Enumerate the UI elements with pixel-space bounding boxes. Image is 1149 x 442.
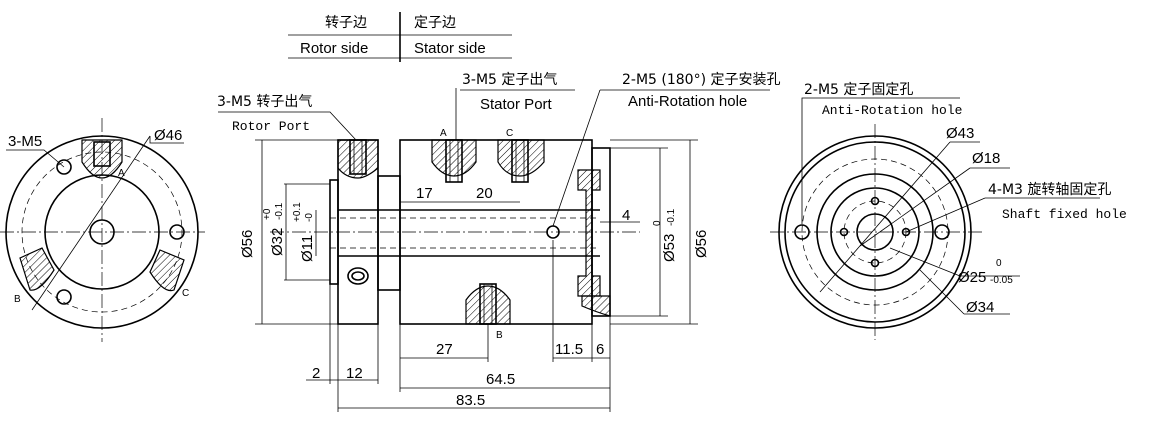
dim-right-56: Ø56 [693, 230, 710, 258]
left-port-b-section [19, 247, 55, 291]
tol-11-upper: +0.1 [292, 202, 303, 222]
tol-11-lower: -0 [304, 213, 315, 222]
rotor-port-en: Rotor Port [232, 119, 310, 134]
dim-83-5: 83.5 [456, 392, 485, 409]
anti-rot-en: Anti-Rotation hole [628, 93, 747, 110]
stator-port-en: Stator Port [480, 96, 553, 113]
mount-cn: 2-M5 定子固定孔 [804, 82, 913, 98]
dim-bore-11: Ø11 [299, 235, 316, 262]
dim-27: 27 [436, 341, 453, 358]
dim-11-5: 11.5 [555, 341, 583, 358]
shaft-en: Shaft fixed hole [1002, 207, 1127, 222]
tol-53-lower: -0.1 [666, 208, 677, 226]
end-cap-section [577, 169, 601, 297]
left-mount-hole-1 [56, 159, 72, 175]
rotor-port-section [337, 139, 379, 179]
left-port-c: C [182, 288, 189, 299]
dim-43: Ø43 [946, 125, 974, 142]
dim-34: Ø34 [966, 299, 994, 316]
rotor-side-cn: 转子边 [325, 15, 367, 31]
side-section-view: 3-M5 转子出气 Rotor Port 3-M5 定子出气 Stator Po… [217, 72, 781, 412]
dim-4: 4 [622, 207, 630, 224]
stator-side-en: Stator side [414, 40, 486, 57]
shaft-cn: 4-M3 旋转轴固定孔 [988, 182, 1111, 198]
rotor-port-cn: 3-M5 转子出气 [217, 94, 312, 110]
stator-port-a: A [440, 128, 447, 139]
dim-12: 12 [346, 365, 363, 382]
dim-2: 2 [312, 365, 320, 382]
stator-port-a-section [431, 139, 477, 177]
side-header: 转子边 Rotor side 定子边 Stator side [288, 12, 512, 62]
dim-6: 6 [596, 341, 604, 358]
left-end-view: 3-M5 Ø46 A B C [0, 118, 205, 342]
dim-25: Ø25 [958, 269, 986, 286]
tol-53-upper: 0 [652, 220, 663, 226]
left-port-a: A [118, 168, 125, 179]
left-pitch-circle [21, 151, 183, 313]
right-mount-hole-1 [794, 224, 810, 240]
right-mount-hole-2 [934, 224, 950, 240]
stator-side-cn: 定子边 [414, 15, 456, 31]
dim-bore-32: Ø32 [269, 228, 286, 256]
left-port-a-section [81, 139, 123, 179]
left-port-c-section [149, 249, 185, 292]
tol-32-upper: +0 [262, 208, 273, 220]
rotor-side-en: Rotor side [300, 40, 368, 57]
left-mount-hole-2 [56, 289, 72, 305]
right-outer-circle [778, 135, 972, 329]
tol-25-upper: 0 [996, 258, 1002, 269]
left-dia-label: Ø46 [154, 127, 182, 144]
left-mount-hole-3 [169, 224, 185, 240]
stator-port-b-section [465, 285, 511, 325]
left-port-label: 3-M5 [8, 133, 42, 150]
dim-20: 20 [476, 185, 493, 202]
left-bore-circle [89, 219, 115, 245]
dim-18: Ø18 [972, 150, 1000, 167]
left-port-b: B [14, 294, 21, 305]
right-bore-circle [856, 213, 894, 251]
stator-port-c: C [506, 128, 513, 139]
anti-rot-cn: 2-M5 (180°) 定子安装孔 [622, 72, 781, 88]
tol-32-lower: -0.1 [274, 202, 285, 220]
dim-17: 17 [416, 185, 433, 202]
dim-53: Ø53 [661, 234, 678, 262]
rotor-lower-hole [347, 267, 369, 285]
left-outer-circle [5, 135, 199, 329]
right-end-view: 2-M5 定子固定孔 Anti-Rotation hole Ø43 Ø18 4-… [770, 82, 1127, 340]
right-pitch-circle [801, 158, 949, 306]
mount-en: Anti-Rotation hole [822, 103, 962, 118]
dim-64-5: 64.5 [486, 371, 515, 388]
dim-outer-dia: Ø56 [239, 230, 256, 258]
stator-port-cn: 3-M5 定子出气 [462, 72, 557, 88]
tol-25-lower: -0.05 [990, 275, 1013, 286]
stator-port-b: B [496, 330, 503, 341]
stator-port-c-section [497, 139, 545, 177]
